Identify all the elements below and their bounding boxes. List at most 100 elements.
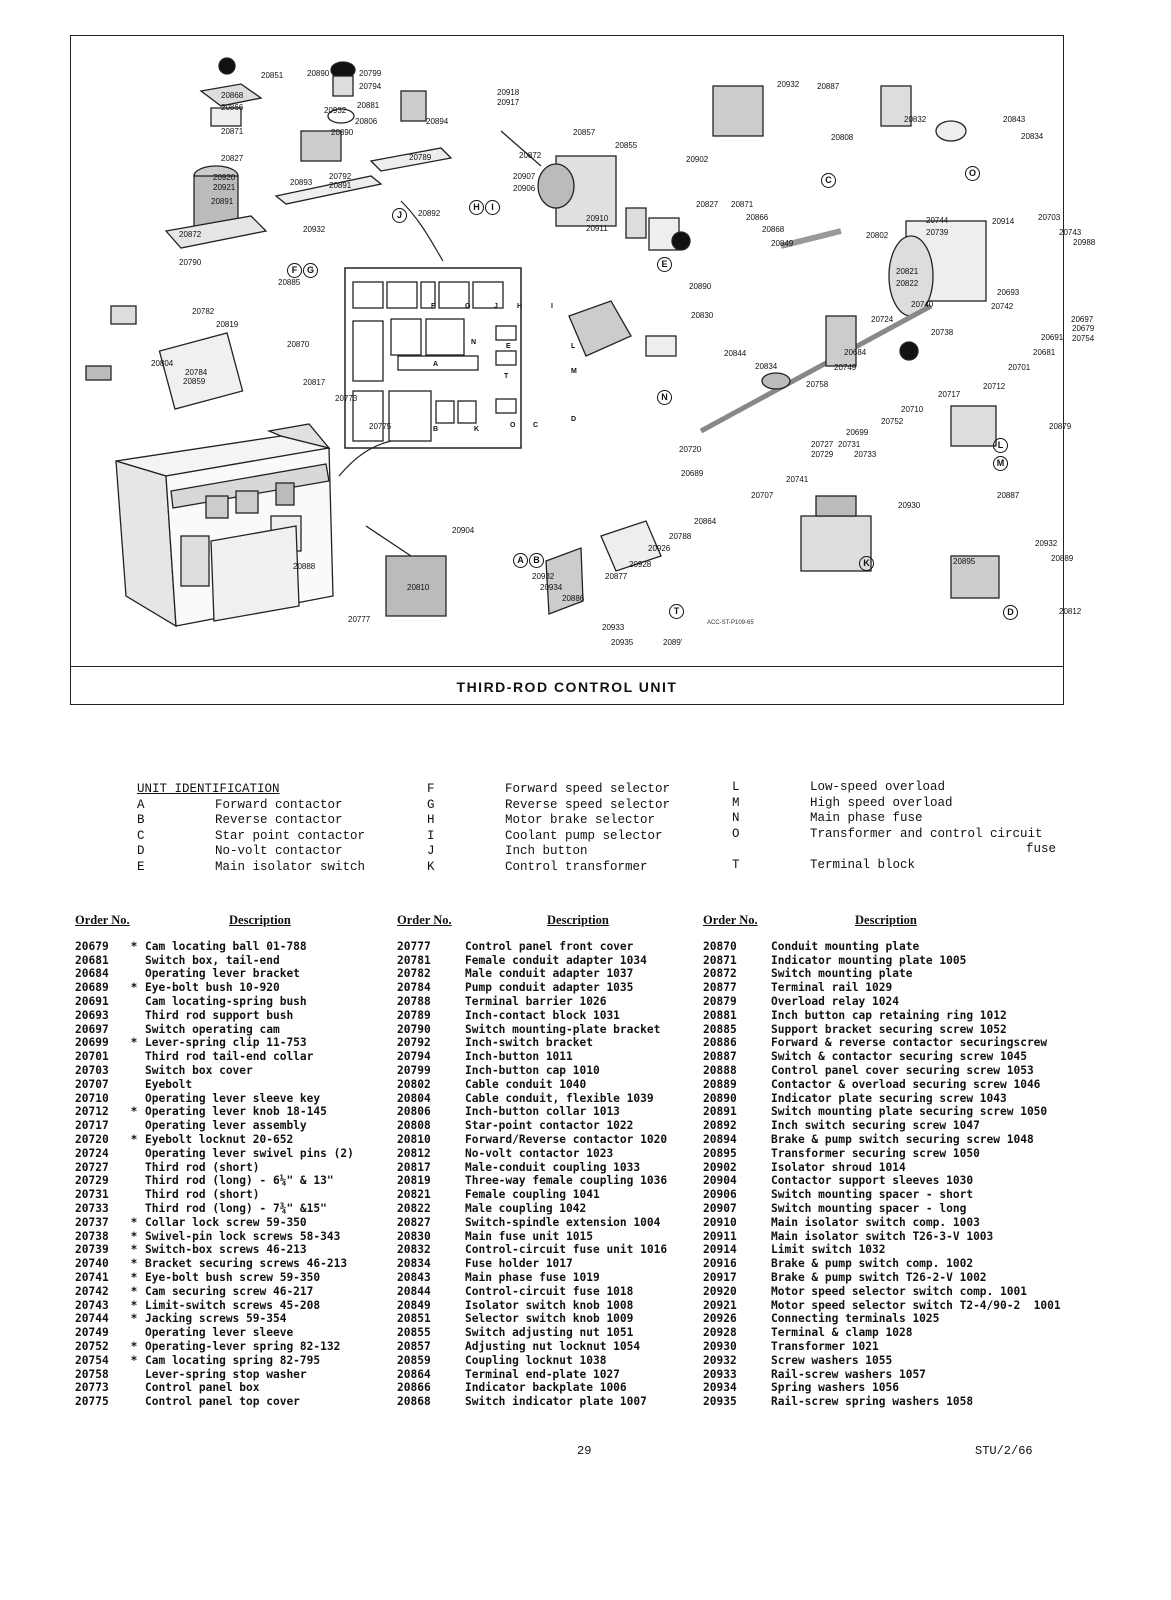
description-heading: Description [855, 913, 917, 927]
part-callout: 20789 [409, 153, 432, 162]
part-description: Fuse holder 1017 [465, 1257, 573, 1271]
order-no-heading: Order No. [397, 913, 452, 927]
order-number: 20864 [397, 1367, 431, 1381]
parts-row: 20754*Cam locating spring 82-795 [75, 1354, 354, 1368]
part-description: Lever-spring clip 11-753 [145, 1036, 307, 1050]
order-number: 20844 [397, 1284, 431, 1298]
document-reference: STU/2/66 [975, 1444, 1033, 1458]
asterisk-marker: * [130, 1270, 138, 1284]
part-callout: 20749 [834, 363, 857, 372]
order-number: 20740 [75, 1257, 109, 1271]
part-description: Inch-contact block 1031 [465, 1008, 620, 1022]
asterisk-marker: * [130, 1229, 138, 1243]
part-callout: 20827 [221, 154, 244, 163]
unit-name: Motor brake selector [505, 813, 656, 827]
part-description: Forward & reverse contactor securingscre… [771, 1036, 1048, 1050]
order-number: 20699 [75, 1036, 109, 1050]
unit-name: High speed overload [810, 795, 953, 810]
panel-layout-letter: N [471, 339, 477, 346]
order-number: 20782 [397, 967, 431, 981]
part-description: Transformer securing screw 1050 [771, 1146, 980, 1160]
part-callout: 20733 [854, 450, 877, 459]
order-number: 20888 [703, 1063, 737, 1077]
part-callout: 20804 [151, 359, 174, 368]
order-number: 20890 [703, 1091, 737, 1105]
part-callout: 20871 [221, 127, 244, 136]
order-number: 20902 [703, 1160, 737, 1174]
order-number: 20877 [703, 981, 737, 995]
unit-name: Inch button [505, 844, 588, 858]
part-callout: 20906 [513, 184, 536, 193]
part-description: Main phase fuse 1019 [465, 1270, 600, 1284]
part-description: Cable conduit, flexible 1039 [465, 1091, 654, 1105]
speed-selector-switch-drawing [164, 57, 268, 249]
unit-letter-callout: N [657, 390, 672, 405]
part-callout: 20777 [348, 615, 371, 624]
asterisk-marker: * [130, 1284, 138, 1298]
star-point-contactor-drawing [712, 85, 967, 142]
part-description: Jacking screws 59-354 [145, 1312, 287, 1326]
panel-layout-letter: G [465, 303, 471, 310]
order-number: 20749 [75, 1326, 109, 1340]
part-callout: 20933 [602, 623, 625, 632]
order-number: 20717 [75, 1119, 109, 1133]
panel-layout-letter: O [510, 422, 516, 429]
part-callout: 20752 [881, 417, 904, 426]
unit-letter: C [137, 828, 145, 843]
panel-layout-letter: B [433, 426, 439, 433]
part-callout: 20988 [1073, 238, 1096, 247]
part-description: Cam locating ball 01-788 [145, 939, 307, 953]
part-description: Brake & pump switch securing screw 1048 [771, 1132, 1034, 1146]
part-description: Terminal end-plate 1027 [465, 1367, 620, 1381]
part-description: Female coupling 1041 [465, 1188, 600, 1202]
part-callout: 20681 [1033, 348, 1056, 357]
part-description: Inch-button 1011 [465, 1050, 573, 1064]
order-number: 20681 [75, 953, 109, 967]
part-callout: 20790 [179, 258, 202, 267]
part-callout: 20877 [605, 572, 628, 581]
unit-name: Reverse contactor [215, 813, 343, 827]
part-callout: 20812 [1059, 607, 1082, 616]
order-number: 20817 [397, 1160, 431, 1174]
part-callout: 20932 [324, 106, 347, 115]
part-callout: 20843 [1003, 115, 1026, 124]
control-panel-box-drawing [115, 423, 334, 628]
parts-row: 20720*Eyebolt locknut 20-652 [75, 1133, 354, 1147]
order-number: 20894 [703, 1132, 737, 1146]
part-description: Switch & contactor securing screw 1045 [771, 1050, 1027, 1064]
part-callout: 20886 [562, 594, 585, 603]
part-callout: 20910 [586, 214, 609, 223]
parts-row: 20679*Cam locating ball 01-788 [75, 940, 354, 954]
part-description: Switch adjusting nut 1051 [465, 1326, 634, 1340]
order-number: 20724 [75, 1146, 109, 1160]
description-heading: Description [547, 913, 609, 927]
order-number: 20911 [703, 1229, 737, 1243]
part-description: Control panel front cover [465, 939, 634, 953]
part-description: Isolator switch knob 1008 [465, 1298, 634, 1312]
order-number: 20904 [703, 1174, 737, 1188]
part-description: Main fuse unit 1015 [465, 1229, 593, 1243]
part-description: Rail-screw washers 1057 [771, 1367, 926, 1381]
panel-layout-letter: K [474, 426, 480, 433]
part-callout: 20891 [211, 197, 234, 206]
